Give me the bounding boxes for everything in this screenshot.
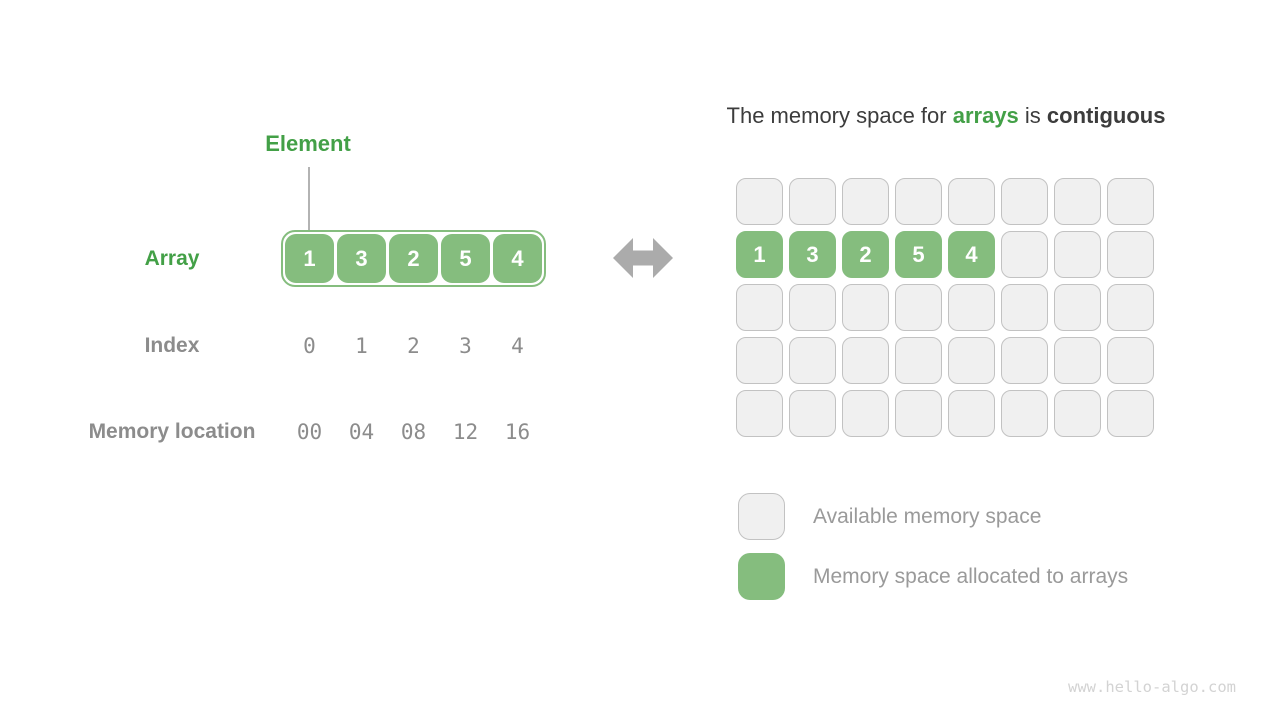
array-element-cell: 4 <box>493 234 542 283</box>
memory-cell-available <box>842 178 889 225</box>
available-memory-swatch <box>738 493 785 540</box>
memory-cell-available <box>842 284 889 331</box>
memory-cell-available <box>1001 337 1048 384</box>
allocated-memory-swatch <box>738 553 785 600</box>
memory-cell-available <box>736 390 783 437</box>
memory-cell-available <box>1107 231 1154 278</box>
index-value: 1 <box>355 334 368 358</box>
title-middle: is <box>1018 103 1047 128</box>
memory-cell-available <box>948 337 995 384</box>
title-prefix: The memory space for <box>726 103 953 128</box>
memory-location-value: 08 <box>400 420 427 444</box>
memory-cell-available <box>895 337 942 384</box>
memory-cell-available <box>1001 231 1048 278</box>
memory-cell-available <box>948 178 995 225</box>
memory-cell-allocated: 4 <box>948 231 995 278</box>
element-label: Element <box>265 131 351 156</box>
legend: Available memory space Memory space allo… <box>738 493 1128 613</box>
index-value: 4 <box>511 334 524 358</box>
array-element-cell: 5 <box>441 234 490 283</box>
index-label: Index <box>144 334 200 357</box>
memory-location-row: 00 04 08 12 16 <box>285 419 542 445</box>
memory-cell-available <box>1107 390 1154 437</box>
memory-cell-available <box>1107 178 1154 225</box>
watermark: www.hello-algo.com <box>1068 678 1236 696</box>
index-value: 3 <box>459 334 472 358</box>
memory-cell-available <box>1054 231 1101 278</box>
array-element-cell: 3 <box>337 234 386 283</box>
title-emphasis-contiguous: contiguous <box>1046 103 1166 128</box>
memory-cell-available <box>895 178 942 225</box>
memory-cell-available <box>1054 178 1101 225</box>
memory-cell-available <box>736 178 783 225</box>
memory-cell-available <box>736 337 783 384</box>
memory-location-value: 16 <box>504 420 531 444</box>
legend-label-available: Available memory space <box>813 504 1042 528</box>
memory-location-value: 12 <box>452 420 479 444</box>
page-title: The memory space for arrays is contiguou… <box>690 102 1202 130</box>
index-value: 0 <box>303 334 316 358</box>
memory-cell-allocated: 5 <box>895 231 942 278</box>
legend-label-allocated: Memory space allocated to arrays <box>813 564 1129 588</box>
memory-cell-available <box>789 178 836 225</box>
array-label: Array <box>144 247 200 270</box>
legend-item-allocated: Memory space allocated to arrays <box>738 553 1128 600</box>
memory-cell-available <box>1054 337 1101 384</box>
index-row: 0 1 2 3 4 <box>285 333 542 359</box>
memory-cell-available <box>789 337 836 384</box>
memory-cell-available <box>1054 284 1101 331</box>
memory-cell-allocated: 3 <box>789 231 836 278</box>
memory-cell-available <box>842 390 889 437</box>
memory-cell-allocated: 1 <box>736 231 783 278</box>
double-arrow-shape <box>613 238 673 278</box>
memory-location-label: Memory location <box>88 420 256 443</box>
memory-cell-allocated: 2 <box>842 231 889 278</box>
memory-cell-available <box>789 284 836 331</box>
memory-cell-available <box>1107 337 1154 384</box>
legend-item-available: Available memory space <box>738 493 1128 540</box>
memory-cell-available <box>948 390 995 437</box>
memory-cell-available <box>1001 390 1048 437</box>
memory-cell-available <box>895 390 942 437</box>
index-value: 2 <box>407 334 420 358</box>
memory-cell-available <box>789 390 836 437</box>
array-element-cell: 2 <box>389 234 438 283</box>
memory-cell-available <box>1107 284 1154 331</box>
memory-cell-available <box>1001 178 1048 225</box>
memory-cell-available <box>736 284 783 331</box>
memory-location-value: 04 <box>348 420 375 444</box>
array-element-cell: 1 <box>285 234 334 283</box>
memory-cell-available <box>842 337 889 384</box>
memory-cell-available <box>1054 390 1101 437</box>
memory-location-value: 00 <box>296 420 323 444</box>
memory-cell-available <box>1001 284 1048 331</box>
double-arrow-icon <box>613 238 673 278</box>
memory-cell-available <box>948 284 995 331</box>
element-pointer-line <box>308 167 310 230</box>
memory-cell-available <box>895 284 942 331</box>
title-highlight-arrays: arrays <box>952 103 1019 128</box>
